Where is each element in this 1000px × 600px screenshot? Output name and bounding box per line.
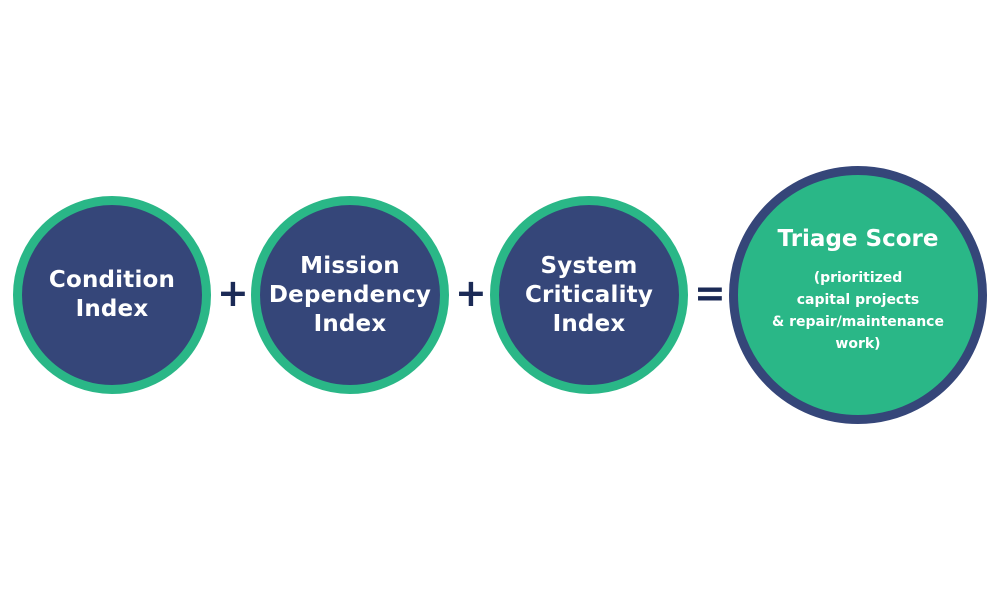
system-criticality-index-circle: System Criticality Index xyxy=(490,196,688,394)
mission-dependency-index-label: Mission Dependency Index xyxy=(268,252,432,337)
triage-score-title: Triage Score xyxy=(777,226,939,252)
plus-operator-2: + xyxy=(455,271,487,315)
condition-index-label: Condition Index xyxy=(48,267,176,322)
mission-dependency-index-circle: Mission Dependency Index xyxy=(251,196,449,394)
plus-operator-1: + xyxy=(217,271,249,315)
triage-score-subtitle: (prioritized capital projects & repair/m… xyxy=(772,270,944,352)
equals-operator: = xyxy=(694,271,726,315)
triage-score-circle: Triage Score (prioritized capital projec… xyxy=(729,166,987,424)
system-criticality-index-label: System Criticality Index xyxy=(524,252,654,337)
condition-index-circle: Condition Index xyxy=(13,196,211,394)
